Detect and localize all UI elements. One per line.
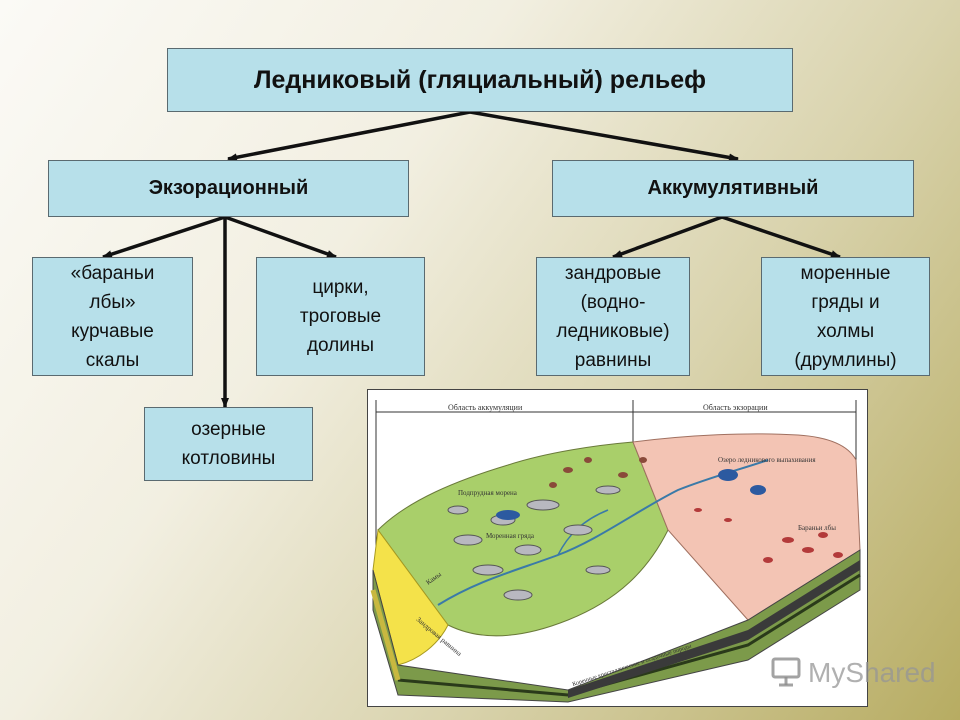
leaf-line: озерные [191,419,266,440]
block-diagram: Область аккумуляции Область экзорации [370,400,861,703]
leaf-cirques-troughs: цирки, троговые долины [256,257,425,376]
category-exaration-label: Экзорационный [148,177,309,199]
lbyi-label: Бараньи лбы [798,524,836,532]
leaf-line: лбы» [89,291,136,313]
leaf-line: равнины [574,349,652,371]
watermark-text: MyShared [808,657,936,688]
zone-exaration-label: Область экзорации [703,403,768,412]
leaf-roches-moutonnees: «бараньи лбы» курчавые скалы [32,257,193,376]
arrow-accumulative-to-sandr [612,215,723,259]
watermark: MyShared [768,655,938,695]
leaf-line: скалы [85,349,140,371]
leaf-line: троговые [299,306,382,327]
ridge-label: Моренная гряда [486,532,535,540]
leaf-line: холмы [816,320,875,342]
leaf-outwash-plains: зандровые (водно- ледниковые) равнины [536,257,690,376]
zone-accumulation-label: Область аккумуляции [448,403,523,412]
leaf-line: гряды и [811,291,880,313]
page-title: Ледниковый (гляциальный) рельеф [167,48,793,112]
leaf-line: (водно- [580,291,646,313]
arrow-title-to-accumulative [469,110,739,162]
leaf-line: ледниковые) [556,320,670,342]
lake-label: Озеро ледникового выпахивания [718,456,816,464]
arrow-exaration-to-cirques [224,215,337,259]
category-accumulative: Аккумулятивный [552,160,914,217]
leaf-line: моренные [800,262,891,284]
leaf-moraine-drumlins: моренные гряды и холмы (друмлины) [761,257,930,376]
leaf-line: (друмлины) [794,349,897,371]
moraine-label: Подпрудная морена [458,489,518,497]
arrow-title-to-exaration [227,110,471,162]
glacial-relief-illustration: Область аккумуляции Область экзорации [367,389,868,707]
leaf-line: цирки, [312,277,369,298]
title-text: Ледниковый (гляциальный) рельеф [253,65,707,94]
presentation-icon [771,657,801,687]
leaf-line: курчавые [71,320,154,342]
leaf-line: котловины [181,448,276,469]
leaf-lake-basins: озерные котловины [144,407,313,481]
leaf-line: долины [306,335,375,356]
category-accumulative-label: Аккумулятивный [647,177,819,199]
category-exaration: Экзорационный [48,160,409,217]
leaf-line: «бараньи [70,262,155,284]
arrow-accumulative-to-moraines [721,215,841,259]
arrow-exaration-to-lbyi [102,215,226,259]
leaf-line: зандровые [564,262,662,284]
